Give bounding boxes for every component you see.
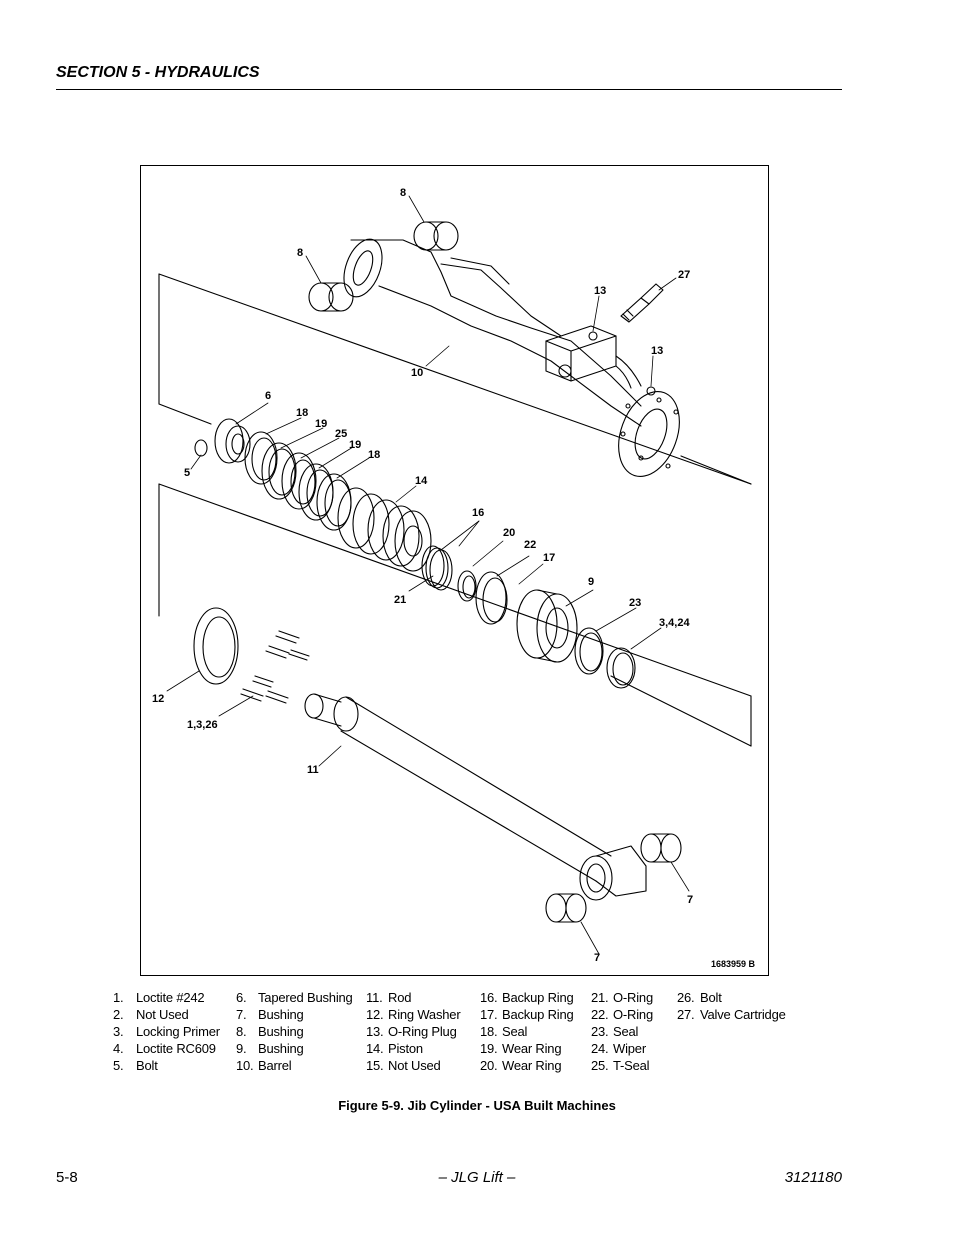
legend-item: 24.Wiper: [591, 1041, 646, 1056]
legend-item: 4.Loctite RC609: [113, 1041, 216, 1056]
legend-item: 12.Ring Washer: [366, 1007, 461, 1022]
legend-item: 1.Loctite #242: [113, 990, 205, 1005]
legend-column: 21.O-Ring 22.O-Ring 23.Seal 24.Wiper 25.…: [591, 989, 653, 1074]
callout: 8: [297, 247, 303, 259]
o-ring-22: [475, 571, 508, 625]
leader-lines: [166, 195, 690, 955]
bushing-7-bottom: [545, 893, 587, 923]
valve-cartridge-27: [620, 283, 664, 323]
callout: 11: [307, 764, 319, 776]
callout: 10: [411, 367, 423, 379]
legend-item: 13.O-Ring Plug: [366, 1024, 457, 1039]
seal-23: [574, 627, 604, 675]
wiper-24: [606, 647, 636, 689]
tapered-bushing-6: [214, 418, 251, 464]
legend-item: 14.Piston: [366, 1041, 423, 1056]
callout: 27: [678, 269, 690, 281]
legend-item: 3.Locking Primer: [113, 1024, 220, 1039]
bolt-5: [194, 439, 208, 457]
legend-item: 26.Bolt: [677, 990, 722, 1005]
bolts-1-3-26: [240, 630, 310, 704]
callout: 9: [588, 576, 594, 588]
callout: 13: [651, 345, 663, 357]
callout: 7: [594, 952, 600, 964]
section-header: SECTION 5 - HYDRAULICS: [56, 64, 260, 81]
valve-block: [545, 325, 642, 389]
callout: 12: [152, 693, 164, 705]
legend-item: 8.Bushing: [236, 1024, 304, 1039]
legend-item: 19.Wear Ring: [480, 1041, 562, 1056]
callout: 18: [368, 449, 380, 461]
legend-item: 21.O-Ring: [591, 990, 653, 1005]
callout: 16: [472, 507, 484, 519]
legend-item: 7.Bushing: [236, 1007, 304, 1022]
bushing-7-right: [640, 833, 682, 863]
o-ring-plug-13: [646, 386, 656, 396]
legend-item: 27.Valve Cartridge: [677, 1007, 786, 1022]
wear-ring-20: [457, 570, 477, 602]
legend-item: 22.O-Ring: [591, 1007, 653, 1022]
drawing-number: 1683959 B: [711, 959, 756, 969]
callout: 13: [594, 285, 606, 297]
bushing-9: [516, 589, 578, 663]
ring-washer-12: [193, 607, 239, 685]
legend-column: 6.Tapered Bushing 7.Bushing 8.Bushing 9.…: [236, 989, 353, 1074]
legend-item: 10.Barrel: [236, 1058, 292, 1073]
backup-rings-16: [421, 545, 453, 591]
callout: 1,3,26: [187, 719, 218, 731]
bushing-8-upper: [413, 221, 459, 251]
rod-11: [304, 693, 647, 901]
figure-caption: Figure 5-9. Jib Cylinder - USA Built Mac…: [338, 1098, 616, 1113]
legend-item: 18.Seal: [480, 1024, 528, 1039]
legend-item: 17.Backup Ring: [480, 1007, 574, 1022]
legend-column: 1.Loctite #242 2.Not Used 3.Locking Prim…: [113, 989, 220, 1074]
callout: 19: [315, 418, 327, 430]
lower-alignment-plane: [158, 483, 752, 747]
callout: 5: [184, 467, 190, 479]
bushing-8-lower: [308, 282, 354, 312]
piston-14: [337, 487, 432, 572]
upper-alignment-plane: [158, 273, 752, 485]
callout: 3,4,24: [659, 617, 690, 629]
callout: 21: [394, 594, 406, 606]
callout: 17: [543, 552, 555, 564]
callout: 22: [524, 539, 536, 551]
exploded-view-drawing: 8 8 27 13 13 10 6 18 19 25 19 18 5 14 16…: [152, 187, 756, 969]
parts-legend: 1.Loctite #242 2.Not Used 3.Locking Prim…: [0, 989, 954, 1079]
legend-item: 16.Backup Ring: [480, 990, 574, 1005]
legend-item: 9.Bushing: [236, 1041, 304, 1056]
callout: 6: [265, 390, 271, 402]
figure-frame: 8 8 27 13 13 10 6 18 19 25 19 18 5 14 16…: [140, 165, 769, 976]
document-number: 3121180: [784, 1169, 842, 1186]
legend-item: 25.T-Seal: [591, 1058, 650, 1073]
legend-item: 15.Not Used: [366, 1058, 441, 1073]
callout: 7: [687, 894, 693, 906]
header-rule: [56, 89, 842, 90]
callout-labels: 8 8 27 13 13 10 6 18 19 25 19 18 5 14 16…: [152, 187, 756, 969]
callout: 25: [335, 428, 347, 440]
legend-item: 11.Rod: [366, 990, 412, 1005]
legend-item: 5.Bolt: [113, 1058, 158, 1073]
seal-ring-stack: [244, 431, 352, 531]
legend-item: 20.Wear Ring: [480, 1058, 562, 1073]
footer-publisher: – JLG Lift –: [438, 1169, 516, 1186]
legend-item: 6.Tapered Bushing: [236, 990, 353, 1005]
callout: 19: [349, 439, 361, 451]
callout: 8: [400, 187, 406, 199]
callout: 20: [503, 527, 515, 539]
legend-column: 26.Bolt 27.Valve Cartridge: [677, 989, 786, 1023]
page-number: 5-8: [56, 1169, 78, 1186]
callout: 23: [629, 597, 641, 609]
callout: 18: [296, 407, 308, 419]
callout: 14: [415, 475, 428, 487]
barrel-10: [343, 238, 680, 477]
legend-item: 2.Not Used: [113, 1007, 189, 1022]
legend-column: 16.Backup Ring 17.Backup Ring 18.Seal 19…: [480, 989, 574, 1074]
legend-item: 23.Seal: [591, 1024, 639, 1039]
legend-column: 11.Rod 12.Ring Washer 13.O-Ring Plug 14.…: [366, 989, 461, 1074]
